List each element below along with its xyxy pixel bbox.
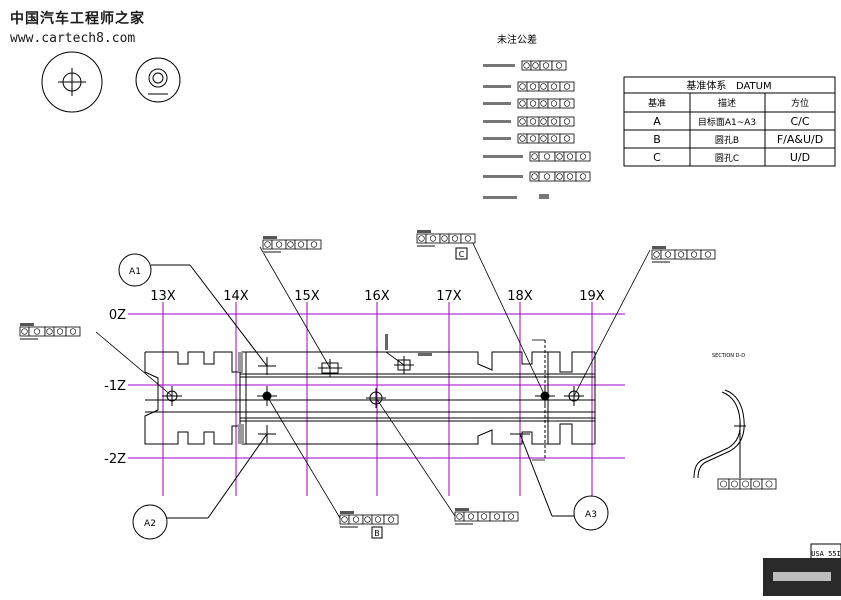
leader-lines [95,236,651,519]
callout-label-bar [539,194,549,199]
callout-label-bar [483,120,511,123]
datum-table-cell-c-datum: C [653,151,661,164]
callout-label-bar [483,196,517,199]
coordinate-grid: 13X 14X 15X 16X 17X 18X 19X 0Z -1Z -2Z [104,289,625,496]
grid-row-label: 0Z [109,308,126,323]
datum-table-header-3: 方位 [791,97,809,109]
datum-target-a2: A2 [132,433,268,540]
gdt-callout-list [483,60,591,199]
grid-column-label: 15X [294,289,320,304]
dimension-note-bar [418,353,432,356]
vertical-note-bar [385,334,388,350]
datum-letter-c-text: C [459,250,465,259]
feature-control-frame [651,249,716,260]
datum-target-a1-label: A1 [129,267,141,277]
callout-label-bar [483,102,511,105]
grid-row-label: -1Z [104,379,126,394]
datum-table-header-1: 基准 [648,97,666,109]
frame-tag-bar [263,236,277,239]
datum-target-a1: A1 [118,253,268,367]
tolerance-header: 未注公差 [497,33,537,46]
datum-target-a3-label: A3 [585,510,597,520]
corner-thumbnail [763,558,841,596]
datum-table-cell-b-datum: B [653,133,661,146]
callout-frame [517,81,575,92]
callout-frame [521,60,567,71]
callout-label-bar [483,85,511,88]
callout-label-bar [483,175,523,178]
datum-symbol-circles [41,51,181,113]
callout-frame [517,133,575,144]
frame-note-bar [263,251,281,253]
section-profile [693,389,746,479]
section-label: SECTION D-D [712,353,745,359]
datum-table-cell-a-desc: 目标面A1~A3 [698,116,756,128]
callout-frame [517,98,575,109]
frame-tag-bar [455,508,469,511]
frame-note-bar [340,526,358,528]
frame-tag-bar [652,246,666,249]
grid-column-label: 19X [579,289,605,304]
watermark-url: www.cartech8.com [10,31,136,46]
grid-column-label: 17X [436,289,462,304]
datum-letter-b: B [371,526,383,539]
frame-note-bar [417,245,435,247]
callout-label-bar [483,155,523,158]
callout-label-bar [483,64,515,67]
callout-frame [517,116,575,127]
frame-tag-bar [417,230,431,233]
thumbnail-label-bar [773,572,831,581]
callout-label-bar [483,137,511,140]
frame-tag-bar [20,323,34,326]
datum-table-cell-c-dir: U/D [790,151,810,164]
callout-frame [529,151,591,162]
feature-control-frame [717,478,777,490]
watermark-title: 中国汽车工程师之家 [10,11,145,27]
datum-table-cell-a-dir: C/C [790,115,809,128]
datum-table-cell-c-desc: 圆孔C [715,153,739,164]
feature-control-frame [19,326,81,337]
datum-table-cell-b-desc: 圆孔B [715,135,739,146]
datum-table-title: 基准体系 DATUM [686,79,771,92]
feature-control-frame [454,511,519,522]
datum-table [623,76,836,167]
feature-control-frame [262,239,322,250]
grid-column-label: 13X [150,289,176,304]
frame-note-bar [20,338,38,340]
feature-control-frame [416,233,476,244]
frame-tag-bar [340,511,354,514]
frame-note-bar [455,523,473,525]
grid-column-label: 14X [223,289,249,304]
part-outline [144,340,596,460]
datum-letter-b-text: B [374,529,380,538]
datum-letter-c: C [455,247,468,260]
stamp-text: USA 55I [811,550,841,558]
datum-target-a2-label: A2 [144,519,156,529]
datum-target-a3: A3 [519,433,609,531]
grid-row-label: -2Z [104,452,126,467]
frame-note-bar [652,261,670,263]
datum-table-cell-a-datum: A [653,115,661,128]
feature-control-frame [339,514,399,525]
callout-frame [529,171,591,182]
grid-column-label: 16X [364,289,390,304]
grid-column-label: 18X [507,289,533,304]
datum-table-header-2: 描述 [718,97,736,109]
feature-control-frames [19,230,777,528]
datum-table-cell-b-dir: F/A&U/D [777,133,823,146]
